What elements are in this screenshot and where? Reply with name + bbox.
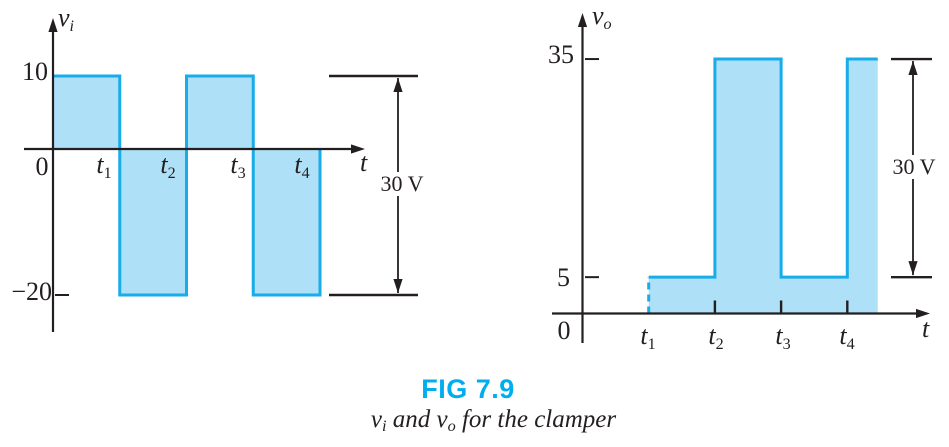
right-annotation-label: 30 V: [886, 155, 942, 179]
left-xtick-label-t4: t4: [294, 150, 310, 182]
left-ytick-label-neg20: −20: [11, 277, 52, 306]
figure-caption: vi and vo for the clamper: [370, 406, 617, 436]
left-y-axis-label: vi: [58, 3, 75, 35]
left-origin-label: 0: [35, 152, 49, 181]
output-waveform-line: [648, 57, 878, 279]
waveform-plot-canvas: [24, 13, 932, 343]
left-xtick-label-t3: t3: [230, 150, 246, 182]
figure-number: FIG 7.9: [421, 374, 515, 404]
left-annotation-label: 30 V: [374, 172, 430, 196]
output-annotation-arrow-down: [908, 261, 918, 276]
left-xtick-label-t1: t1: [96, 150, 112, 182]
right-ytick-label-35: 35: [548, 40, 574, 69]
input-x-axis-arrow: [351, 144, 365, 154]
input-annotation-arrow-up: [393, 78, 403, 92]
left-ytick-label-10: 10: [22, 57, 48, 86]
right-ytick-label-5: 5: [557, 263, 570, 292]
input-y-axis-arrow: [48, 18, 58, 32]
output-x-axis-arrow: [916, 308, 930, 319]
left-xtick-label-t2: t2: [160, 150, 176, 182]
right-xtick-label-t3: t3: [775, 321, 791, 353]
right-y-axis-label: vo: [592, 1, 612, 33]
input-annotation-arrow-down: [393, 279, 403, 293]
right-xtick-label-t2: t2: [708, 321, 724, 353]
right-xtick-label-t1: t1: [640, 321, 656, 353]
right-origin-label: 0: [557, 316, 571, 345]
right-xtick-label-t4: t4: [839, 321, 855, 353]
output-annotation-arrow-up: [908, 61, 918, 76]
output-waveform-fill: [648, 59, 878, 314]
output-y-axis-arrow: [577, 13, 588, 27]
left-x-axis-label: t: [360, 148, 368, 177]
right-x-axis-label: t: [922, 314, 930, 343]
